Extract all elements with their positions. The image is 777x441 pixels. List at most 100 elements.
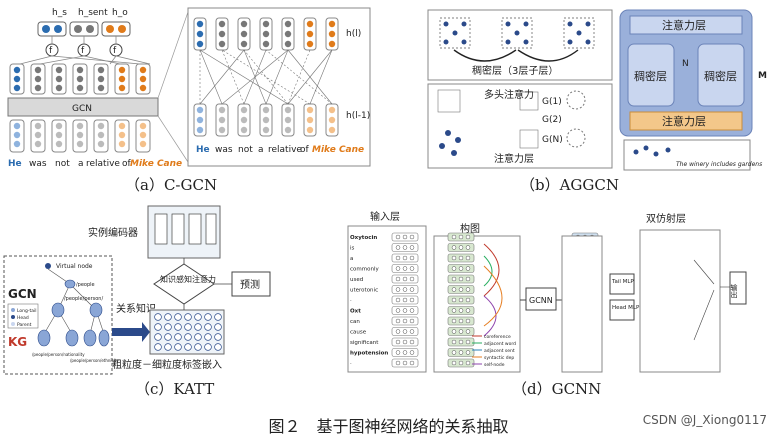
zoom-edge xyxy=(265,49,289,105)
embedding-cell xyxy=(174,323,182,331)
node-dot xyxy=(465,308,471,313)
node-dot xyxy=(409,234,415,240)
zoom-top-node xyxy=(284,40,292,48)
node-dot xyxy=(451,234,457,240)
h-label-o: h_o xyxy=(112,8,128,18)
zoom-edge xyxy=(199,49,289,105)
node-dot xyxy=(465,297,471,303)
input-layer-label: 输入层 xyxy=(370,210,400,223)
legend-parent: Parent xyxy=(17,322,32,328)
zoom-top-node xyxy=(218,40,226,48)
figure-title: 图２ 基于图神经网络的关系抽取 xyxy=(268,417,509,436)
zoom-top-node xyxy=(328,20,336,28)
node-dot xyxy=(409,318,415,324)
zoom-top-layer xyxy=(193,17,339,51)
watermark: CSDN @J_Xiong0117 xyxy=(642,413,767,427)
token-mike-cane: Mike Cane xyxy=(130,159,182,169)
zoom-top-node xyxy=(196,40,204,48)
graph-node xyxy=(585,21,591,27)
zoom-bottom-node xyxy=(240,116,248,124)
node-dot xyxy=(458,360,464,366)
lower-node xyxy=(13,122,21,130)
predict-label: 预测 xyxy=(240,278,260,291)
node-dot xyxy=(409,308,415,313)
zoom-top-node xyxy=(196,20,204,28)
gcnn-output-box xyxy=(561,235,603,373)
graph-arcs xyxy=(483,243,503,337)
node-dot xyxy=(395,339,401,345)
input-word: uterotonic xyxy=(350,288,378,294)
layer-top-label: h(l) xyxy=(346,29,361,39)
zoom-top-node xyxy=(240,30,248,38)
zoom-edge xyxy=(199,49,223,105)
zoom-edge xyxy=(309,49,333,105)
legend-long-tail: Long-tail xyxy=(17,308,37,314)
zoom-top-node xyxy=(262,40,270,48)
embedding-cell xyxy=(184,343,192,351)
graph-node xyxy=(523,21,529,27)
legend-coref: coreference xyxy=(484,334,511,340)
upper-node xyxy=(118,66,126,74)
legend-adj-word: adjacent word xyxy=(484,341,516,347)
f-label-3: f xyxy=(113,46,117,56)
output-label: 输出 xyxy=(730,283,738,299)
g-label-1: G(1) xyxy=(542,97,562,107)
node-person: /people/person/ xyxy=(64,296,103,302)
zoom-bottom-node xyxy=(218,126,226,134)
input-word: · xyxy=(350,361,352,367)
embedding-cell xyxy=(164,343,172,351)
embedding-cell xyxy=(164,333,172,341)
embedding-cell xyxy=(184,333,192,341)
upper-node xyxy=(118,75,126,83)
zoom-bottom-node xyxy=(218,106,226,114)
node-dot xyxy=(402,329,408,334)
input-words: Oxytocinisacommonlyuseduterotonic·Oxtcan… xyxy=(350,235,388,367)
lower-node xyxy=(139,131,147,139)
node-dot xyxy=(409,360,415,366)
upper-node xyxy=(13,84,21,92)
token-not: not xyxy=(55,159,70,169)
node-dot xyxy=(402,287,408,292)
embedding-cell xyxy=(154,313,162,321)
input-word: · xyxy=(350,298,352,304)
zoom-top-node xyxy=(218,30,226,38)
node-dot xyxy=(451,308,457,313)
node-dot xyxy=(395,287,401,292)
input-word: used xyxy=(350,277,363,283)
head-mlp-label: Head MLP xyxy=(612,305,640,311)
input-word: Oxt xyxy=(350,309,361,315)
upper-node xyxy=(55,75,63,83)
zoom-bottom-node xyxy=(240,106,248,114)
graph-legend: coreference adjacent word adjacent sent … xyxy=(472,334,516,368)
input-word: commonly xyxy=(350,267,379,273)
upper-node xyxy=(97,84,105,92)
g-label-n: G(N) xyxy=(542,135,563,145)
zoom-token-relative: relative xyxy=(268,145,302,155)
graph-node xyxy=(576,30,582,36)
legend-adj-sent: adjacent sent xyxy=(484,348,515,354)
dense-label: 稠密层（3层子层） xyxy=(472,64,558,77)
input-word: is xyxy=(350,246,355,252)
panel-b-aggcn: 稠密层（3层子层） 多头注意力 G(1) G(2) G(N) 注意力层 注意力层… xyxy=(424,8,774,172)
node-dot xyxy=(458,255,464,261)
node-dot xyxy=(458,308,464,313)
gcn-box xyxy=(7,97,159,117)
dense-box-right xyxy=(697,43,745,107)
f-label-2: f xyxy=(81,46,85,56)
node-dot xyxy=(451,318,457,324)
lower-node xyxy=(97,140,105,148)
lower-node xyxy=(76,140,84,148)
embedding-cell xyxy=(154,333,162,341)
token-a: a xyxy=(78,159,84,169)
embedding-cell xyxy=(174,333,182,341)
node-dot xyxy=(395,255,401,261)
node-dot xyxy=(465,245,471,250)
m-label: M xyxy=(758,71,767,81)
node-dot xyxy=(402,266,408,271)
graph-node xyxy=(523,39,529,45)
embedding-cell xyxy=(194,333,202,341)
kg-legend: Long-tail Head Parent xyxy=(7,303,39,329)
kg-tree-nodes xyxy=(37,279,110,347)
zoom-top-node xyxy=(306,30,314,38)
upper-node xyxy=(76,66,84,74)
